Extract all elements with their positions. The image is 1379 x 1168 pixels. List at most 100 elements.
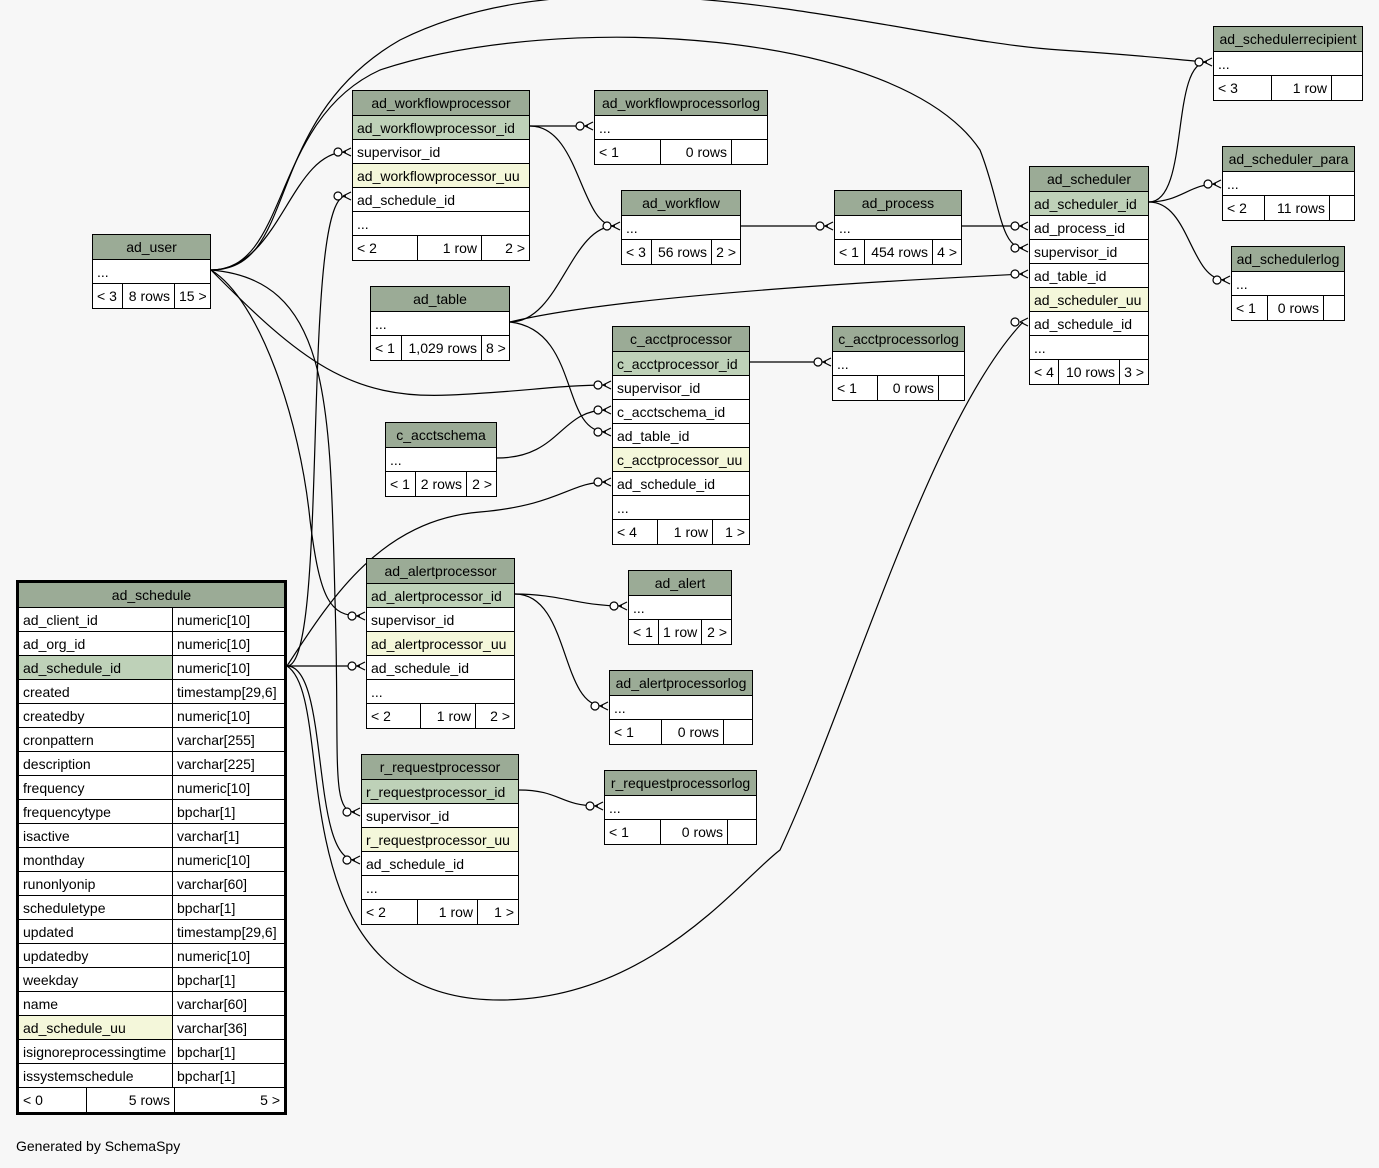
table-ad_alert[interactable]: ad_alert ... < 1 1 row 2 >: [628, 570, 732, 645]
column-type: numeric[10]: [177, 780, 251, 796]
parents-count: < 1: [605, 820, 661, 844]
column-row: ...: [367, 680, 514, 704]
column-name: description: [19, 752, 173, 775]
column-row: ad_scheduler_uu: [1030, 288, 1148, 312]
table-ad_workflowprocessorlog[interactable]: ad_workflowprocessorlog ... < 1 0 rows: [594, 90, 768, 165]
crowfoot-marker: [594, 801, 604, 811]
row-count: 0 rows: [662, 720, 724, 744]
column-row: r_requestprocessor_uu: [362, 828, 518, 852]
table-footer: < 3 1 row: [1214, 76, 1362, 100]
column-type: numeric[10]: [177, 948, 251, 964]
column-name: cronpattern: [19, 728, 173, 751]
column-row: ad_schedule_id: [353, 188, 529, 212]
column-name: issystemschedule: [19, 1064, 173, 1087]
parents-count: < 3: [1214, 76, 1272, 100]
column-name: isignoreprocessingtime: [19, 1040, 173, 1063]
column-row: ad_table_id: [1030, 264, 1148, 288]
optional-marker: [342, 855, 352, 865]
optional-marker: [593, 380, 603, 390]
optional-marker: [347, 661, 357, 671]
column-row: supervisor_id: [367, 608, 514, 632]
table-ad_alertprocessorlog[interactable]: ad_alertprocessorlog ... < 1 0 rows: [609, 670, 753, 745]
table-ad_user[interactable]: ad_user ... < 3 8 rows 15 >: [92, 234, 211, 309]
crowfoot-marker: [351, 807, 361, 817]
children-count: 3 >: [1124, 364, 1144, 380]
column-name: frequency: [19, 776, 173, 799]
table-ad_schedulerlog[interactable]: ad_schedulerlog ... < 1 0 rows: [1231, 246, 1345, 321]
column-row: ...: [605, 796, 756, 820]
table-name: ad_schedulerlog: [1232, 247, 1344, 272]
relationship-edge: [509, 321, 607, 433]
children-count: [1332, 76, 1362, 100]
table-footer: < 3 56 rows 2 >: [622, 240, 740, 264]
parents-count: < 1: [833, 376, 878, 400]
children-count: [728, 820, 756, 844]
column-type: numeric[10]: [177, 660, 251, 676]
column-row: ad_table_id: [613, 424, 749, 448]
children-count: [732, 140, 767, 164]
table-ad_scheduler_para[interactable]: ad_scheduler_para ... < 2 11 rows: [1222, 146, 1355, 221]
table-r_requestprocessorlog[interactable]: r_requestprocessorlog ... < 1 0 rows: [604, 770, 757, 845]
table-name: r_requestprocessor: [362, 755, 518, 780]
column-type: bpchar[1]: [177, 900, 236, 916]
column-row: ...: [1214, 52, 1362, 76]
column-type: numeric[10]: [177, 852, 251, 868]
table-c_acctschema[interactable]: c_acctschema ... < 1 2 rows 2 >: [385, 422, 497, 497]
optional-marker: [609, 601, 619, 611]
table-c_acctprocessor[interactable]: c_acctprocessor c_acctprocessor_id super…: [612, 326, 750, 545]
column-row: ...: [371, 312, 509, 336]
table-ad_alertprocessor[interactable]: ad_alertprocessor ad_alertprocessor_id s…: [366, 558, 515, 729]
table-ad_workflow[interactable]: ad_workflow ... < 3 56 rows 2 >: [621, 190, 741, 265]
column-type: varchar[1]: [177, 828, 240, 844]
column-name: scheduletype: [19, 896, 173, 919]
column-name: monthday: [19, 848, 173, 871]
table-ad_process[interactable]: ad_process ... < 1 454 rows 4 >: [834, 190, 962, 265]
table-name: c_acctprocessorlog: [833, 327, 964, 352]
column-row: ...: [629, 596, 731, 620]
crowfoot-marker: [599, 701, 609, 711]
column-name: ad_client_id: [19, 608, 173, 631]
optional-marker: [1010, 317, 1020, 327]
table-ad_workflowprocessor[interactable]: ad_workflowprocessor ad_workflowprocesso…: [352, 90, 530, 261]
table-c_acctprocessorlog[interactable]: c_acctprocessorlog ... < 1 0 rows: [832, 326, 965, 401]
row-count: 5 rows: [87, 1088, 175, 1112]
row-count: 1,029 rows: [402, 336, 482, 360]
children-count: [1324, 296, 1344, 320]
column-name: ad_schedule_uu: [19, 1016, 173, 1039]
crowfoot-marker: [342, 147, 352, 157]
parents-count: < 4: [613, 520, 658, 544]
column-row: ad_alertprocessor_uu: [367, 632, 514, 656]
row-count: 1 row: [421, 704, 476, 728]
table-footer: < 1 454 rows 4 >: [835, 240, 961, 264]
column-name: isactive: [19, 824, 173, 847]
optional-marker: [1203, 179, 1213, 189]
children-count: 2 >: [490, 708, 510, 724]
children-count: 2 >: [707, 624, 727, 640]
relationship-edge: [509, 273, 1024, 323]
table-footer: < 2 11 rows: [1223, 196, 1354, 220]
optional-marker: [590, 701, 600, 711]
row-count: 454 rows: [865, 240, 933, 264]
children-count: 2 >: [716, 244, 736, 260]
column-row: ad_workflowprocessor_uu: [353, 164, 529, 188]
column-row: ad_scheduler_id: [1030, 192, 1148, 216]
table-ad_scheduler[interactable]: ad_scheduler ad_scheduler_id ad_process_…: [1029, 166, 1149, 385]
column-row: ...: [835, 216, 961, 240]
table-ad_schedulerrecipient[interactable]: ad_schedulerrecipient ... < 3 1 row: [1213, 26, 1363, 101]
children-count: 4 >: [937, 244, 957, 260]
column-name: frequencytype: [19, 800, 173, 823]
children-count: [939, 376, 964, 400]
row-count: 10 rows: [1059, 360, 1120, 384]
table-r_requestprocessor[interactable]: r_requestprocessor r_requestprocessor_id…: [361, 754, 519, 925]
children-count: [1330, 196, 1354, 220]
column-row: ...: [386, 448, 496, 472]
table-ad_table[interactable]: ad_table ... < 1 1,029 rows 8 >: [370, 286, 510, 361]
table-footer: < 1 0 rows: [595, 140, 767, 164]
column-row: ...: [833, 352, 964, 376]
